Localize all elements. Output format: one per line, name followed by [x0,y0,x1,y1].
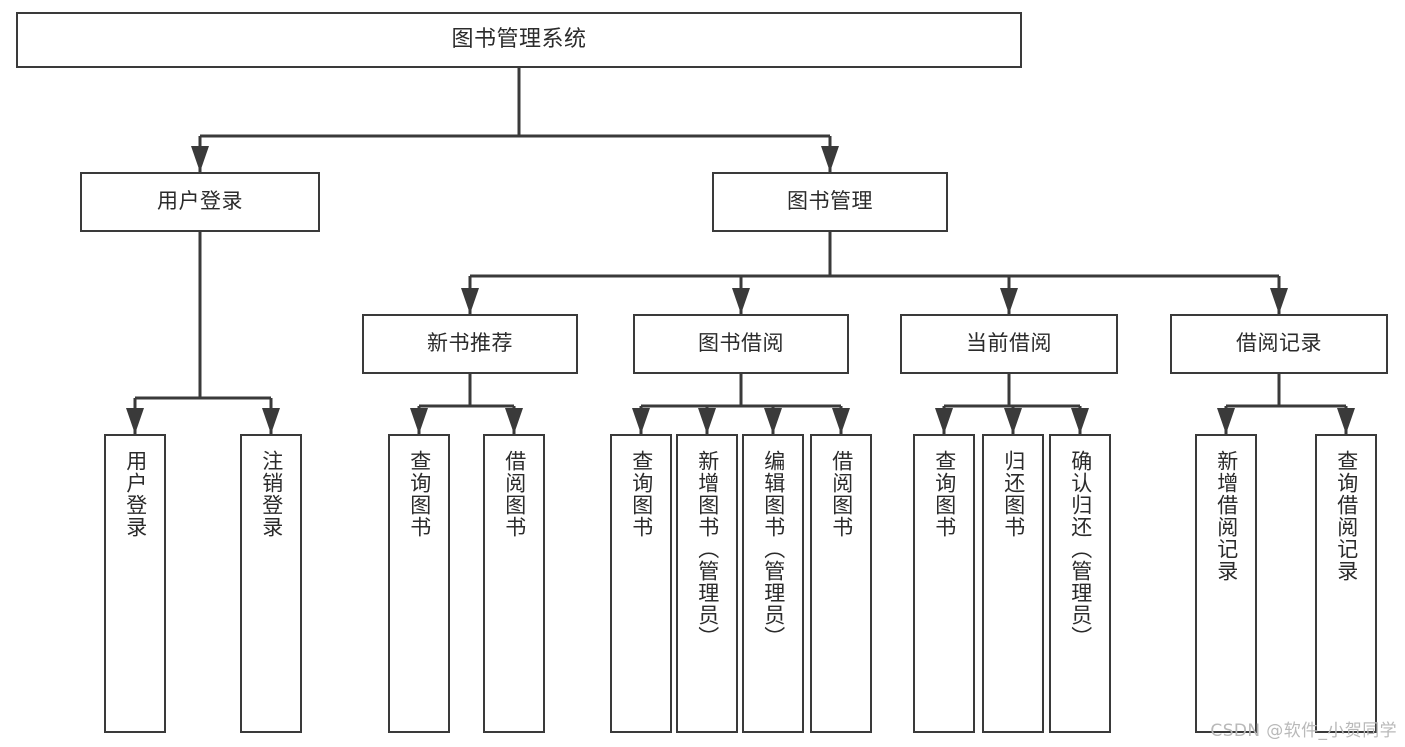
node-label: 新增借阅记录 [1214,450,1239,582]
node-current-borrow: 当前借阅 [900,314,1118,374]
node-label: 确认归还（管理员） [1068,450,1093,648]
node-label: 图书管理系统 [451,26,587,52]
node-leaf-confirm-return: 确认归还（管理员） [1049,434,1111,733]
arrow-head [505,408,523,434]
node-label: 当前借阅 [966,331,1052,356]
node-label: 图书借阅 [698,331,784,356]
arrow-head [832,408,850,434]
arrow-head [1000,288,1018,314]
node-label: 图书管理 [787,189,873,214]
arrow-head [262,408,280,434]
node-leaf-edit-book: 编辑图书（管理员） [742,434,804,733]
node-book-borrow: 图书借阅 [633,314,849,374]
node-label: 借阅记录 [1236,331,1322,356]
node-new-book-recommend: 新书推荐 [362,314,578,374]
arrow-head [1337,408,1355,434]
arrow-head [821,146,839,172]
node-label: 借阅图书 [502,450,527,538]
node-label: 用户登录 [157,189,243,214]
node-book-manage: 图书管理 [712,172,948,232]
arrow-head [1217,408,1235,434]
arrow-head [126,408,144,434]
node-label: 注销登录 [259,450,284,538]
node-label: 查询借阅记录 [1334,450,1359,582]
node-label: 编辑图书（管理员） [761,450,786,648]
node-label: 归还图书 [1001,450,1026,538]
arrow-head [764,408,782,434]
node-leaf-query-record: 查询借阅记录 [1315,434,1377,733]
node-borrow-record: 借阅记录 [1170,314,1388,374]
node-label: 新增图书（管理员） [695,450,720,648]
watermark: CSDN @软件_小贺同学 [1210,721,1397,741]
node-leaf-borrow-book: 借阅图书 [810,434,872,733]
arrow-head [410,408,428,434]
arrow-head [732,288,750,314]
node-leaf-query-book-cur: 查询图书 [913,434,975,733]
node-leaf-user-login: 用户登录 [104,434,166,733]
node-leaf-query-book-rec: 查询图书 [388,434,450,733]
node-leaf-borrow-book-rec: 借阅图书 [483,434,545,733]
arrow-head [698,408,716,434]
node-leaf-logout: 注销登录 [240,434,302,733]
node-label: 借阅图书 [829,450,854,538]
arrow-head [191,146,209,172]
node-label: 查询图书 [629,450,654,538]
node-user-login: 用户登录 [80,172,320,232]
arrow-head [1071,408,1089,434]
node-leaf-return-book: 归还图书 [982,434,1044,733]
node-root: 图书管理系统 [16,12,1022,68]
node-leaf-query-book-borrow: 查询图书 [610,434,672,733]
node-leaf-add-book: 新增图书（管理员） [676,434,738,733]
node-label: 用户登录 [123,450,148,538]
arrow-head [935,408,953,434]
node-label: 查询图书 [932,450,957,538]
arrow-head [632,408,650,434]
node-label: 查询图书 [407,450,432,538]
arrow-head [461,288,479,314]
node-label: 新书推荐 [427,331,513,356]
arrow-head [1270,288,1288,314]
arrow-head [1004,408,1022,434]
node-leaf-add-record: 新增借阅记录 [1195,434,1257,733]
